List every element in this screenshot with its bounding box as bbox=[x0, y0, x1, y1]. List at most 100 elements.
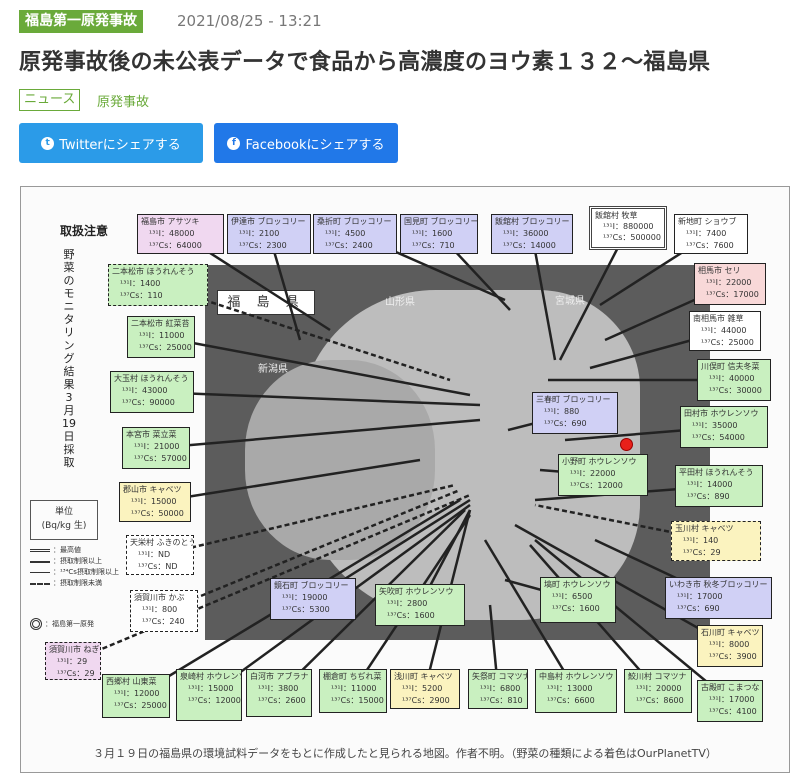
box-cesium: ¹³⁷Cs：29 bbox=[57, 669, 95, 678]
box-place: 飯舘村 ブロッコリー bbox=[495, 217, 570, 226]
box-place: 棚倉町 ちぢれ菜 bbox=[323, 672, 382, 681]
box-cesium: ¹³⁷Cs：240 bbox=[142, 617, 185, 626]
box-cesium: ¹³⁷Cs：690 bbox=[544, 419, 587, 428]
box-cesium: ¹³⁷Cs：690 bbox=[677, 604, 720, 613]
twitter-icon: t bbox=[41, 136, 55, 150]
measurement-box: 鮫川村 コマツナ ¹³¹I：20000 ¹³⁷Cs：8600 bbox=[624, 669, 692, 713]
box-cesium: ¹³⁷Cs：64000 bbox=[149, 241, 202, 250]
tag-news[interactable]: ニュース bbox=[19, 89, 81, 111]
box-iodine: ¹³¹I：20000 bbox=[636, 684, 682, 693]
box-place: 須賀川市 ねぎ bbox=[49, 645, 100, 654]
box-iodine: ¹³¹I：48000 bbox=[149, 229, 195, 238]
box-iodine: ¹³¹I：14000 bbox=[687, 480, 733, 489]
box-place: 二本松市 紅菜苔 bbox=[131, 319, 190, 328]
box-iodine: ¹³¹I：22000 bbox=[570, 469, 616, 478]
box-place: 西郷村 山東菜 bbox=[106, 677, 157, 686]
box-cesium: ¹³⁷Cs：ND bbox=[138, 562, 178, 571]
box-iodine: ¹³¹I：15000 bbox=[188, 684, 234, 693]
box-place: 相馬市 セリ bbox=[698, 266, 741, 275]
measurement-box: 南相馬市 雑草 ¹³¹I：44000 ¹³⁷Cs：25000 bbox=[689, 311, 761, 351]
box-cesium: ¹³⁷Cs：2300 bbox=[239, 241, 287, 250]
measurement-box: 桑折町 ブロッコリー ¹³¹I：4500 ¹³⁷Cs：2400 bbox=[313, 214, 397, 254]
box-iodine: ¹³¹I：140 bbox=[683, 536, 719, 545]
measurement-box: 鏡石町 ブロッコリー ¹³¹I：19000 ¹³⁷Cs：5300 bbox=[270, 578, 356, 620]
measurement-box: 飯舘村 牧草 ¹³¹I：880000 ¹³⁷Cs：500000 bbox=[589, 206, 667, 250]
category-badge[interactable]: 福島第一原発事故 bbox=[19, 10, 143, 33]
box-cesium: ¹³⁷Cs：110 bbox=[120, 291, 163, 300]
box-iodine: ¹³¹I：880000 bbox=[603, 222, 654, 231]
box-iodine: ¹³¹I：11000 bbox=[331, 684, 377, 693]
box-cesium: ¹³⁷Cs：14000 bbox=[503, 241, 556, 250]
measurement-box: 矢吹町 ホウレンソウ ¹³¹I：2800 ¹³⁷Cs：1600 bbox=[375, 584, 465, 626]
measurement-box: 泉崎村 ホウレンソウ ¹³¹I：15000 ¹³⁷Cs：12000 bbox=[176, 669, 242, 721]
vertical-title: 野菜のモニタリング結果 3月19日採取 bbox=[62, 248, 76, 469]
measurement-box: 浅川町 キャベツ ¹³¹I：5200 ¹³⁷Cs：2900 bbox=[390, 669, 460, 709]
measurement-box: 飯舘村 ブロッコリー ¹³¹I：36000 ¹³⁷Cs：14000 bbox=[491, 214, 573, 254]
twitter-share-button[interactable]: t Twitterにシェアする bbox=[19, 123, 203, 163]
box-cesium: ¹³⁷Cs：54000 bbox=[692, 433, 745, 442]
box-iodine: ¹³¹I：800 bbox=[142, 605, 178, 614]
legend-plant: ：福島第一原発 bbox=[30, 618, 94, 630]
measurement-box: 古殿町 こまつな ¹³¹I：17000 ¹³⁷Cs：4100 bbox=[697, 680, 763, 722]
measurement-box: 川俣町 信夫冬菜 ¹³¹I：40000 ¹³⁷Cs：30000 bbox=[697, 359, 771, 401]
measurement-box: 三春町 ブロッコリー ¹³¹I：880 ¹³⁷Cs：690 bbox=[532, 392, 618, 434]
box-place: 中島村 ホウレンソウ bbox=[539, 672, 614, 681]
box-iodine: ¹³¹I：15000 bbox=[131, 497, 177, 506]
legend-over-limit: ：摂取制限以上 bbox=[30, 557, 102, 566]
box-cesium: ¹³⁷Cs：1600 bbox=[387, 611, 435, 620]
measurement-box: 矢祭町 コマツナ ¹³¹I：6800 ¹³⁷Cs：810 bbox=[468, 669, 528, 709]
box-place: 三春町 ブロッコリー bbox=[536, 395, 611, 404]
box-iodine: ¹³¹I：5200 bbox=[402, 684, 443, 693]
measurement-box: 塙町 ホウレンソウ ¹³¹I：6500 ¹³⁷Cs：1600 bbox=[540, 577, 616, 623]
measurement-box: 平田村 ほうれんそう ¹³¹I：14000 ¹³⁷Cs：890 bbox=[675, 465, 763, 507]
caution-label: 取扱注意 bbox=[60, 224, 109, 238]
measurement-box: 二本松市 ほうれんそう ¹³¹I：1400 ¹³⁷Cs：110 bbox=[108, 264, 208, 306]
box-cesium: ¹³⁷Cs：2600 bbox=[258, 696, 306, 705]
box-cesium: ¹³⁷Cs：17000 bbox=[706, 290, 759, 299]
box-place: 二本松市 ほうれんそう bbox=[112, 267, 195, 276]
box-iodine: ¹³¹I：17000 bbox=[709, 695, 755, 704]
neighbor-yamagata: 山形県 bbox=[385, 297, 415, 308]
box-cesium: ¹³⁷Cs：890 bbox=[687, 492, 730, 501]
box-iodine: ¹³¹I：6800 bbox=[480, 684, 521, 693]
measurement-box: 天栄村 ふきのとう ¹³¹I：ND ¹³⁷Cs：ND bbox=[126, 535, 194, 575]
measurement-box: いわき市 秋冬ブロッコリー ¹³¹I：17000 ¹³⁷Cs：690 bbox=[665, 577, 772, 619]
box-place: 川俣町 信夫冬菜 bbox=[701, 362, 760, 371]
box-place: 浅川町 キャベツ bbox=[394, 672, 453, 681]
measurement-box: 郡山市 キャベツ ¹³¹I：15000 ¹³⁷Cs：50000 bbox=[119, 482, 191, 522]
box-cesium: ¹³⁷Cs：15000 bbox=[331, 696, 384, 705]
box-cesium: ¹³⁷Cs：5300 bbox=[282, 605, 330, 614]
box-place: 泉崎村 ホウレンソウ bbox=[180, 672, 241, 681]
box-iodine: ¹³¹I：29 bbox=[57, 657, 88, 666]
box-iodine: ¹³¹I：36000 bbox=[503, 229, 549, 238]
box-iodine: ¹³¹I：2800 bbox=[387, 599, 428, 608]
box-cesium: ¹³⁷Cs：4100 bbox=[709, 707, 757, 716]
box-cesium: ¹³⁷Cs：30000 bbox=[709, 386, 762, 395]
box-iodine: ¹³¹I：880 bbox=[544, 407, 580, 416]
measurement-box: 白河市 アブラナ ¹³¹I：3800 ¹³⁷Cs：2600 bbox=[246, 669, 312, 717]
box-cesium: ¹³⁷Cs：25000 bbox=[139, 343, 192, 352]
box-iodine: ¹³¹I：1400 bbox=[120, 279, 161, 288]
measurement-box: 小野町 ホウレンソウ ¹³¹I：22000 ¹³⁷Cs：12000 bbox=[558, 454, 648, 496]
twitter-share-label: Twitterにシェアする bbox=[59, 137, 181, 153]
box-place: 新地町 ショウブ bbox=[678, 217, 737, 226]
box-cesium: ¹³⁷Cs：90000 bbox=[122, 398, 175, 407]
unit-box: 単位(Bq/kg 生) bbox=[30, 500, 98, 540]
measurement-box: 石川町 キャベツ ¹³¹I：8000 ¹³⁷Cs：3900 bbox=[697, 625, 763, 667]
unit-value: (Bq/kg 生) bbox=[41, 521, 87, 531]
box-cesium: ¹³⁷Cs：8600 bbox=[636, 696, 684, 705]
measurement-box: 大玉村 ほうれんそう ¹³¹I：43000 ¹³⁷Cs：90000 bbox=[110, 371, 194, 413]
measurement-box: 須賀川市 ねぎ ¹³¹I：29 ¹³⁷Cs：29 bbox=[45, 642, 101, 680]
map-land-west bbox=[245, 360, 435, 560]
box-place: 本宮市 菜立菜 bbox=[126, 430, 177, 439]
fukushima-daiichi-marker bbox=[620, 438, 633, 451]
box-place: 国見町 ブロッコリー bbox=[404, 217, 478, 226]
box-place: 塙町 ホウレンソウ bbox=[544, 580, 611, 589]
box-iodine: ¹³¹I：17000 bbox=[677, 592, 723, 601]
tag-nuclear-accident[interactable]: 原発事故 bbox=[97, 95, 150, 110]
box-place: 天栄村 ふきのとう bbox=[130, 538, 194, 547]
box-cesium: ¹³⁷Cs：50000 bbox=[131, 509, 184, 518]
box-iodine: ¹³¹I：1600 bbox=[412, 229, 453, 238]
measurement-box: 国見町 ブロッコリー ¹³¹I：1600 ¹³⁷Cs：710 bbox=[400, 214, 478, 254]
